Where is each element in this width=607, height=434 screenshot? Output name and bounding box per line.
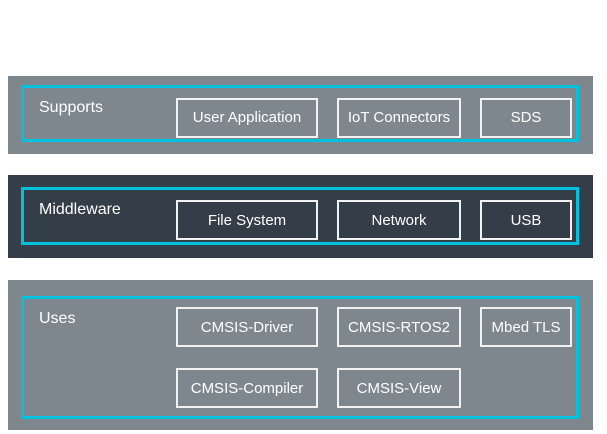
uses-boxes-area: CMSIS-Driver CMSIS-RTOS2 Mbed TLS CMSIS-… bbox=[176, 299, 576, 416]
block-usb: USB bbox=[480, 200, 572, 240]
block-sds: SDS bbox=[480, 97, 572, 138]
middleware-band-frame: Middleware File System Network USB bbox=[21, 187, 579, 245]
supports-box-row: User Application IoT Connectors SDS bbox=[176, 97, 576, 138]
uses-band: Uses CMSIS-Driver CMSIS-RTOS2 Mbed TLS C… bbox=[8, 280, 593, 430]
block-network: Network bbox=[337, 200, 461, 240]
supports-band-frame: Supports User Application IoT Connectors… bbox=[21, 85, 579, 142]
supports-band: Supports User Application IoT Connectors… bbox=[8, 76, 593, 154]
block-iot-connectors: IoT Connectors bbox=[337, 97, 461, 138]
uses-box-row-1: CMSIS-Driver CMSIS-RTOS2 Mbed TLS bbox=[176, 307, 576, 347]
uses-band-label: Uses bbox=[39, 310, 76, 327]
middleware-band: Middleware File System Network USB bbox=[8, 175, 593, 258]
block-cmsis-compiler: CMSIS-Compiler bbox=[176, 368, 318, 408]
block-user-application: User Application bbox=[176, 97, 318, 138]
supports-boxes-area: User Application IoT Connectors SDS bbox=[176, 92, 576, 143]
uses-box-row-2: CMSIS-Compiler CMSIS-View bbox=[176, 368, 576, 408]
supports-band-label: Supports bbox=[39, 99, 104, 116]
block-file-system: File System bbox=[176, 200, 318, 240]
middleware-box-row: File System Network USB bbox=[176, 200, 576, 240]
block-cmsis-driver: CMSIS-Driver bbox=[176, 307, 318, 347]
uses-band-frame: Uses CMSIS-Driver CMSIS-RTOS2 Mbed TLS C… bbox=[21, 296, 579, 419]
middleware-band-label: Middleware bbox=[39, 201, 121, 218]
block-cmsis-view: CMSIS-View bbox=[337, 368, 461, 408]
block-mbed-tls: Mbed TLS bbox=[480, 307, 572, 347]
middleware-boxes-area: File System Network USB bbox=[176, 194, 576, 246]
block-cmsis-rtos2: CMSIS-RTOS2 bbox=[337, 307, 461, 347]
